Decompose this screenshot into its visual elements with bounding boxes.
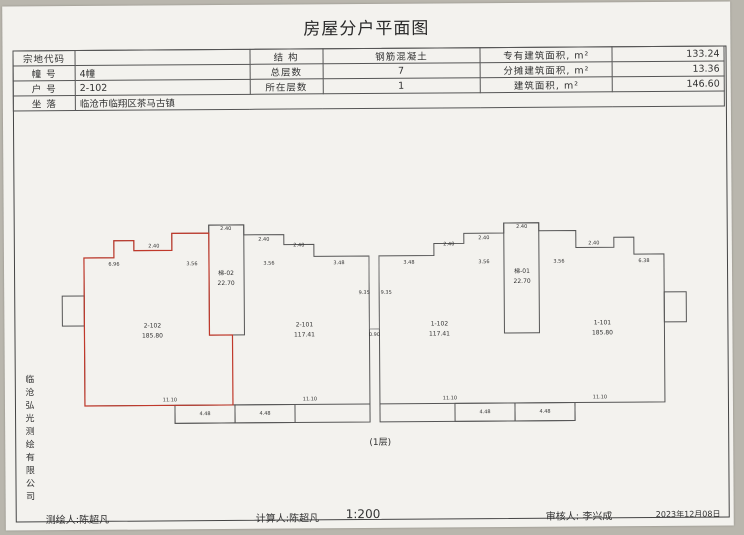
unit-2-102-area: 185.80	[142, 332, 163, 339]
dim-label: 3.56	[478, 259, 489, 265]
dim-label: 2.40	[443, 241, 454, 247]
dim-label: 3.48	[333, 260, 344, 266]
unit-1-102-label: 1-102	[431, 320, 449, 327]
unit-2-101-area: 117.41	[294, 331, 315, 338]
unit-2-101-label: 2-101	[296, 321, 314, 328]
dim-label: 11.10	[303, 396, 317, 402]
dim-label: 2.40	[258, 237, 269, 243]
value-total-floors: 7	[322, 62, 481, 79]
label-floor: 所在层数	[249, 78, 323, 95]
plan-sheet: 房屋分户平面图 宗地代码 结 构 钢筋混凝土 专有建筑面积, m² 133.24…	[2, 1, 734, 531]
label-shared-area: 分摊建筑面积, m²	[480, 61, 613, 78]
value-land-code	[74, 49, 250, 66]
value-building-no: 4幢	[75, 64, 250, 81]
right-building-outline	[378, 222, 666, 423]
stair-left-area: 22.70	[218, 280, 235, 287]
dim-label: 11.10	[163, 397, 177, 403]
dim-label: 6.38	[638, 258, 649, 264]
label-unit-no: 户 号	[13, 80, 76, 96]
unit-2-102-highlight	[83, 232, 234, 407]
dim-label: 4.48	[259, 411, 270, 417]
dim-label: 2.40	[478, 235, 489, 241]
label-land-code: 宗地代码	[12, 50, 76, 66]
label-building-no: 幢 号	[13, 65, 76, 81]
unit-1-102-area: 117.41	[429, 330, 450, 337]
calculator: 计算人:陈超凡	[255, 513, 320, 525]
label-exclusive-area: 专有建筑面积, m²	[480, 46, 613, 63]
unit-1-101-area: 185.80	[592, 329, 613, 336]
label-building-area: 建筑面积, m²	[480, 76, 613, 93]
floor-caption: (1层)	[369, 437, 391, 448]
left-building-outline	[83, 224, 371, 424]
floor-plan: 2-102 185.80 2-101 117.41 1-102 117.41 1…	[61, 222, 687, 448]
value-unit-no: 2-102	[75, 79, 250, 96]
balcony-right	[663, 291, 687, 323]
document-title: 房屋分户平面图	[303, 18, 430, 40]
value-exclusive-area: 133.24	[612, 46, 725, 62]
dim-label: 6.96	[108, 262, 119, 268]
scale: 1:200	[345, 506, 381, 522]
surveyor: 测绘人:陈超凡	[45, 514, 110, 527]
unit-1-101-label: 1-101	[594, 319, 612, 326]
dim-label: 2.40	[148, 243, 159, 249]
stair-right-box	[503, 222, 540, 334]
label-total-floors: 总层数	[249, 63, 323, 80]
reviewer: 审核人: 李兴成	[545, 511, 613, 523]
company-stamp: 临沧弘光测绘有限公司	[25, 375, 36, 503]
dim-label: 9.35	[381, 290, 392, 296]
dim-label: 4.48	[199, 411, 210, 417]
dim-label: 2.40	[588, 240, 599, 246]
unit-2-102-label: 2-102	[144, 322, 162, 329]
dim-label: 3.48	[403, 260, 414, 266]
dim-label: 3.56	[186, 261, 197, 267]
dim-label: 2.40	[220, 226, 231, 232]
dim-label: 9.35	[359, 290, 370, 296]
value-structure: 钢筋混凝土	[322, 47, 481, 64]
dim-label: 2.40	[293, 242, 304, 248]
stair-right-area: 22.70	[513, 278, 530, 285]
date: 2023年12月08日	[655, 509, 721, 519]
label-structure: 结 构	[249, 48, 323, 65]
dim-label: 3.56	[553, 259, 564, 265]
balcony-left	[61, 295, 85, 327]
dim-label: 11.10	[593, 394, 607, 400]
stair-right-label: 梯-01	[514, 267, 530, 275]
dim-label: 4.48	[539, 409, 550, 415]
dim-label: 3.56	[263, 261, 274, 267]
value-shared-area: 13.36	[612, 61, 725, 77]
dim-label: 11.10	[443, 395, 457, 401]
value-building-area: 146.60	[612, 76, 725, 92]
stair-left-label: 梯-02	[218, 269, 234, 277]
dim-label: 2.40	[516, 224, 527, 230]
value-floor: 1	[322, 77, 481, 94]
dim-label: 4.48	[479, 409, 490, 415]
dim-label: 0.90	[369, 332, 380, 338]
